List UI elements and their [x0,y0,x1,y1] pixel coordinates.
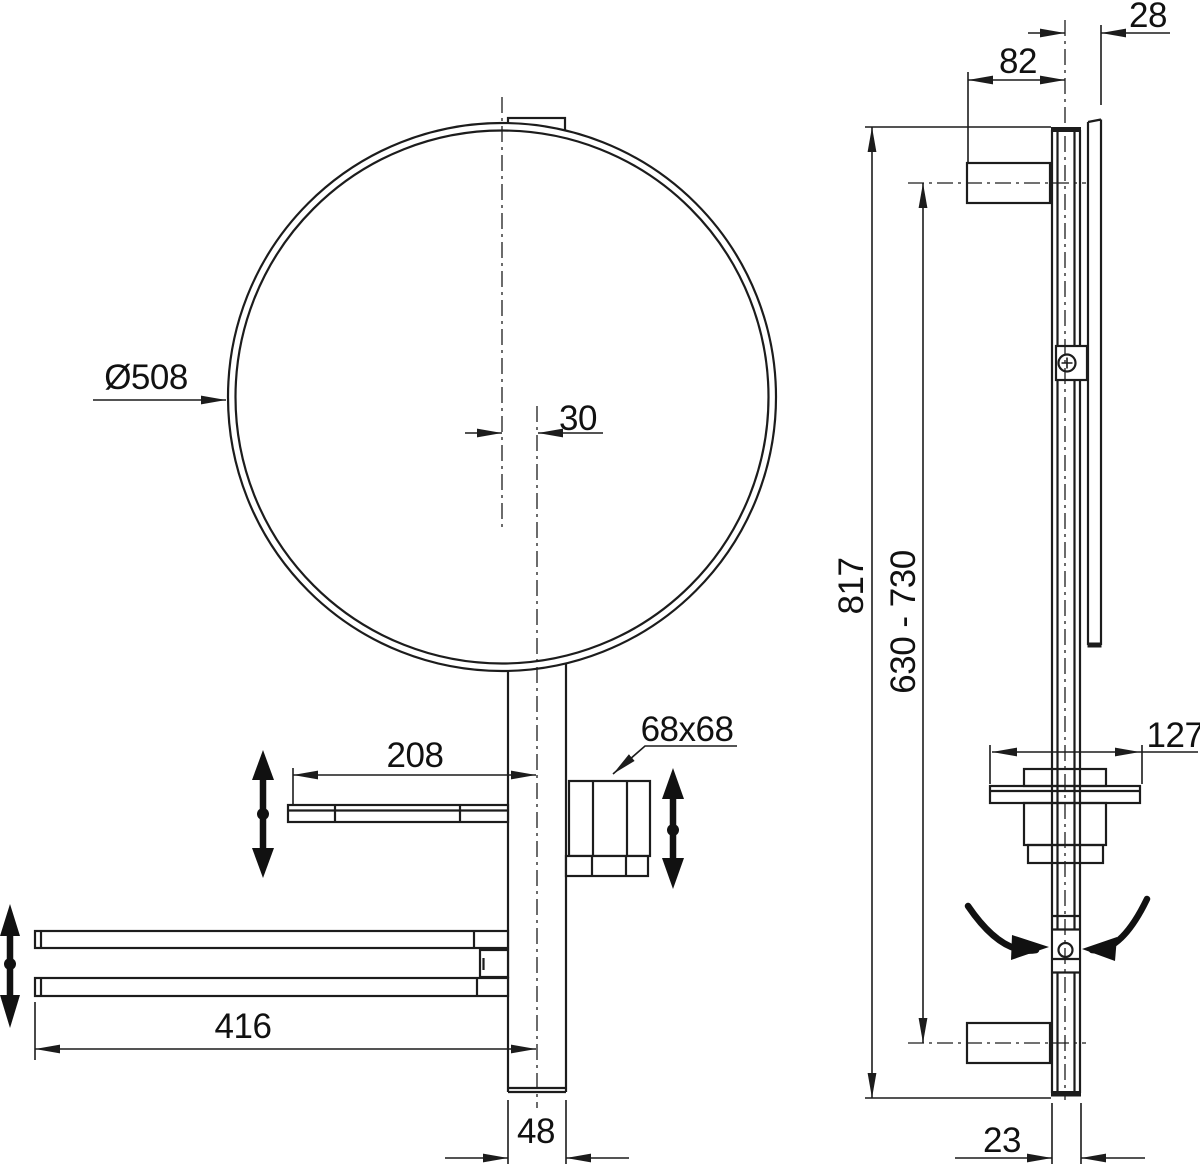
dim-label-shelf-depth: 127 [1147,716,1200,755]
dim-label-wall-to-rail-center: 82 [999,42,1037,81]
dim-post-width: 48 [445,1100,629,1164]
dim-total-rail-height: 817 [832,126,1051,1099]
dim-rail-to-mirror-face: 28 [1028,0,1170,105]
tumbler-holder-front [564,779,652,878]
dim-shelf-width: 208 [292,736,536,804]
dim-label-center-offset: 30 [559,399,597,438]
mirror-glass-side [1086,118,1103,648]
dim-mirror-diameter: Ø508 [93,358,226,405]
dim-label-tumbler-size: 68x68 [641,710,734,749]
towel-bar-height-adjust-arrow [0,904,20,1028]
wall-rail [1050,127,1082,1097]
rotation-arrow-right [1082,895,1151,961]
dim-tumbler-size: 68x68 [612,710,737,775]
towel-bars [33,929,510,998]
dim-bracket-span: 630 - 730 [884,183,928,1043]
dim-towel-rail-length: 416 [34,1002,536,1060]
dim-shelf-depth: 127 [989,716,1200,784]
shelf-front [286,803,510,824]
dim-label-mirror-diameter: Ø508 [104,358,188,397]
fixing-screw-block [1054,344,1089,382]
swivel-joint [1052,914,1080,974]
shelf-height-adjust-arrow [252,750,274,878]
dim-label-shelf-width: 208 [387,736,444,775]
dim-label-post-width: 48 [517,1112,555,1151]
mirror-post [506,663,568,1094]
dim-label-rail-to-mirror-face: 28 [1129,0,1167,35]
side-view: 28 82 817 630 - 730 127 [832,0,1200,1164]
front-view: Ø508 30 208 68x68 416 [0,97,778,1164]
dim-label-total-rail-height: 817 [832,558,871,615]
rotation-arrow-left [964,902,1049,960]
dim-wall-to-rail-center: 82 [967,42,1065,162]
dim-label-towel-rail-length: 416 [215,1007,272,1046]
tumbler-height-adjust-arrow [662,768,684,889]
dim-label-bracket-span: 630 - 730 [884,550,923,693]
dim-label-rail-depth: 23 [983,1121,1021,1160]
dim-center-offset: 30 [465,399,603,438]
dim-rail-depth: 23 [955,1103,1145,1164]
